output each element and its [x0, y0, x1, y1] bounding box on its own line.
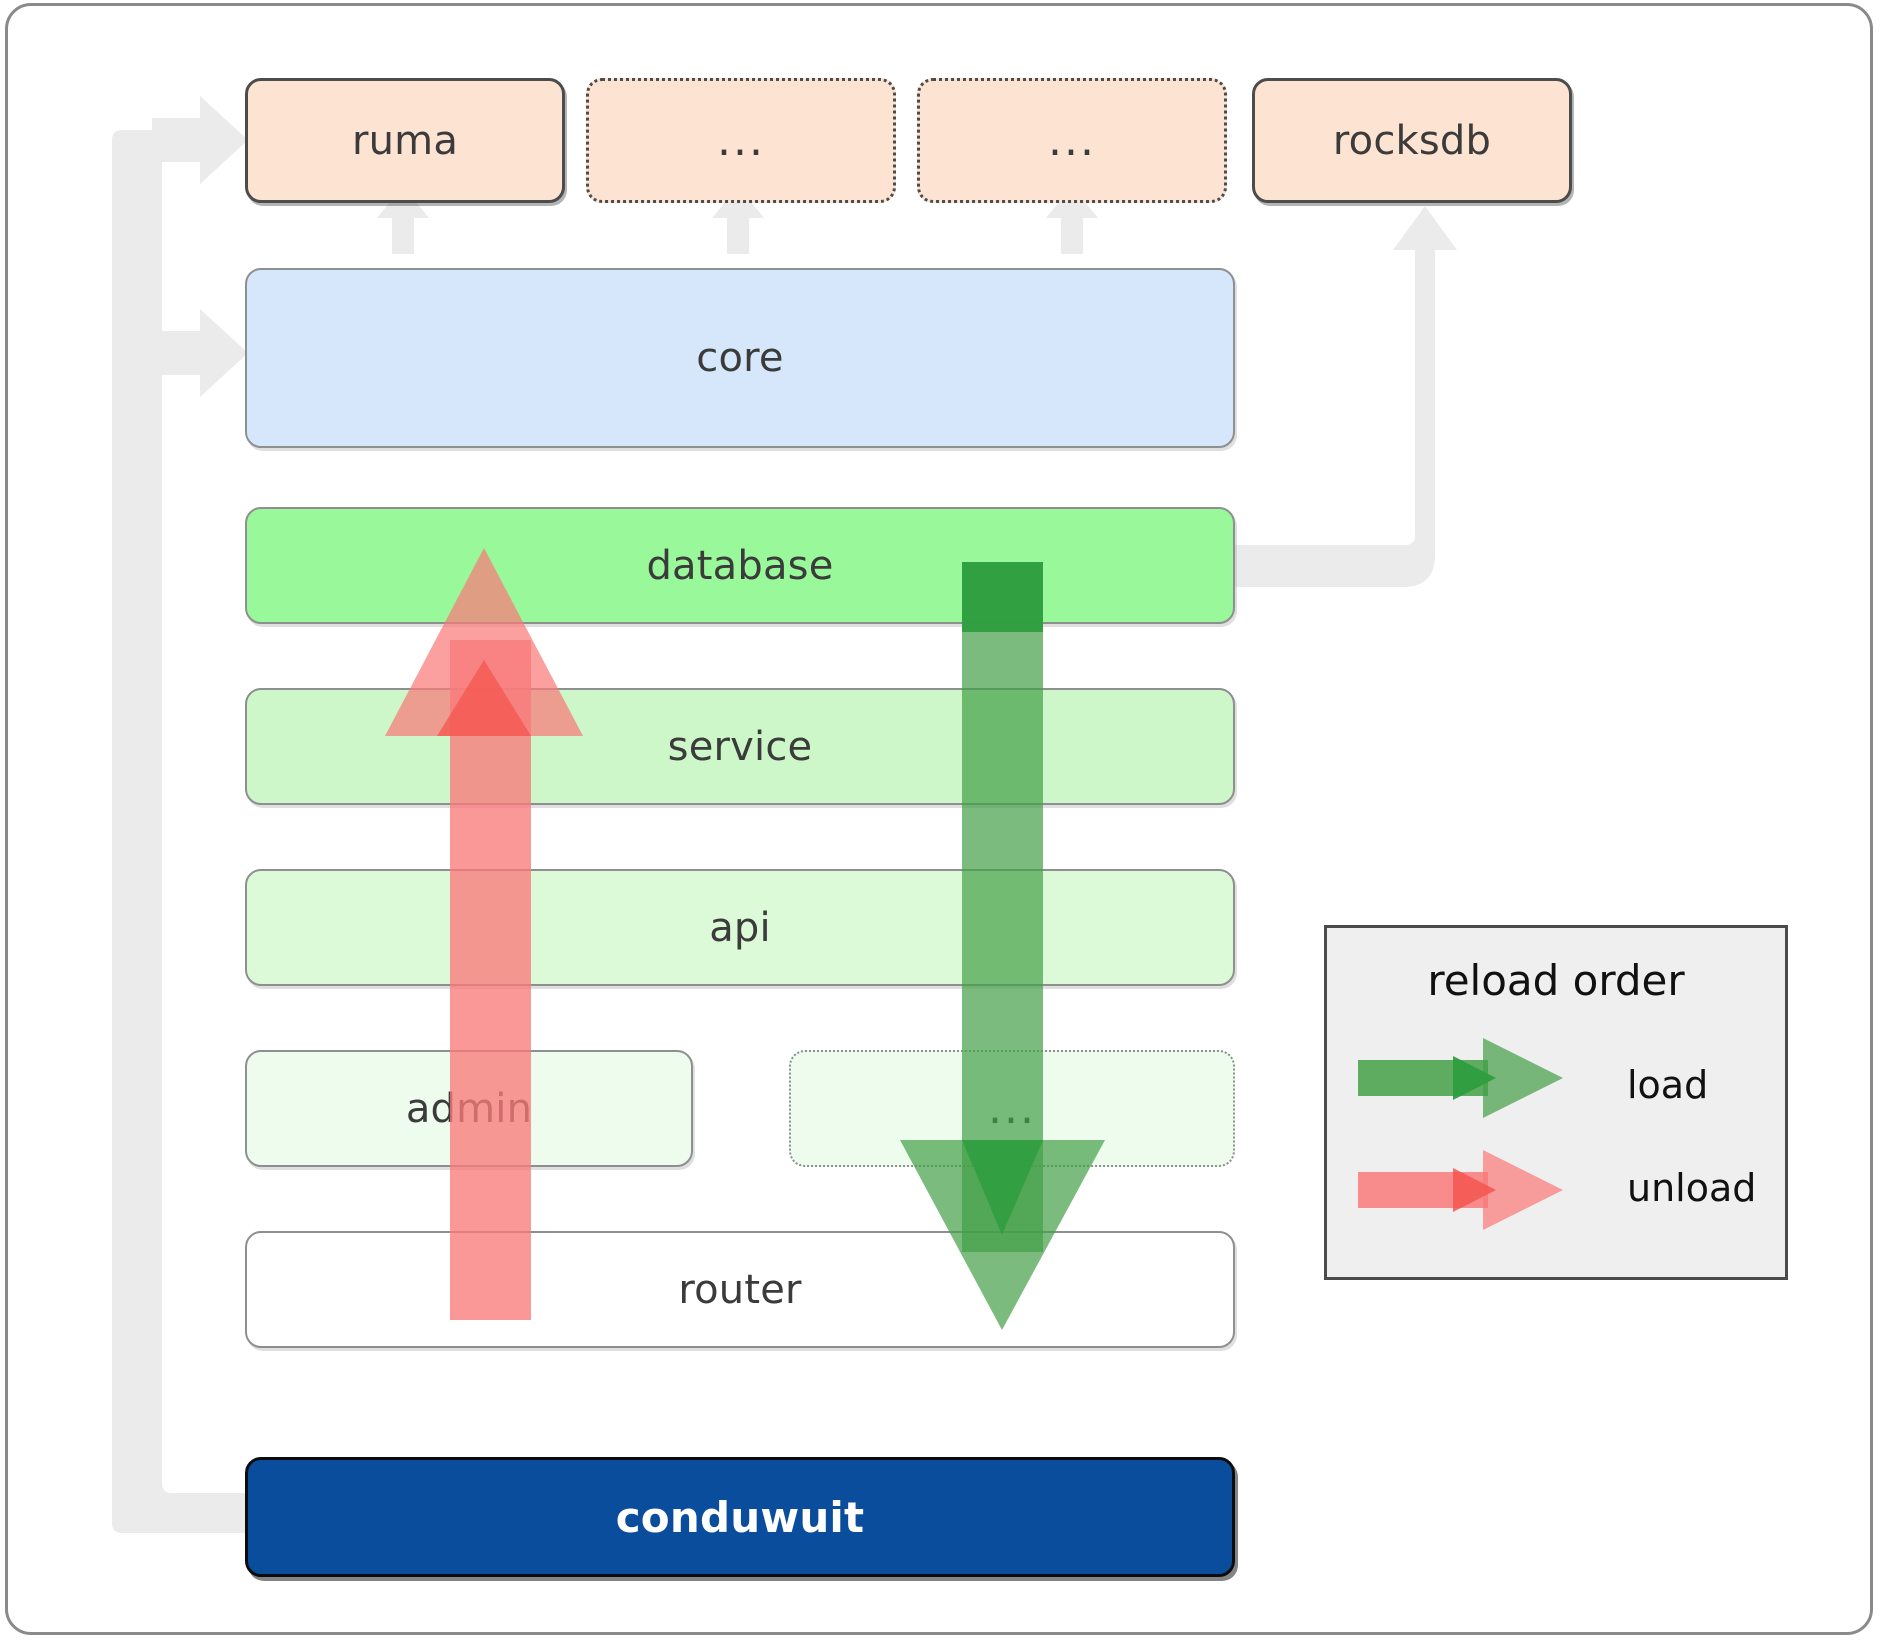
root-conduwuit-label: conduwuit [615, 1492, 865, 1542]
crate-ellipsis-2-label: ... [1048, 115, 1096, 166]
crate-ellipsis-1[interactable]: ... [586, 78, 896, 203]
legend-label-load: load [1627, 1063, 1709, 1107]
crate-ellipsis-2[interactable]: ... [917, 78, 1227, 203]
layer-ellipsis-label: ... [988, 1083, 1036, 1134]
legend-box: reload order load unload [1324, 925, 1788, 1280]
layer-service-label: service [667, 723, 813, 770]
legend-unload-swatch [1358, 1150, 1563, 1230]
layer-api[interactable]: api [245, 869, 1235, 986]
diagram-frame [5, 3, 1873, 1635]
layer-router[interactable]: router [245, 1231, 1235, 1348]
root-conduwuit[interactable]: conduwuit [245, 1457, 1235, 1577]
legend-load-swatch [1358, 1038, 1563, 1118]
crate-ruma-label: ruma [351, 117, 459, 164]
layer-admin[interactable]: admin [245, 1050, 693, 1167]
layer-core[interactable]: core [245, 268, 1235, 448]
layer-ellipsis[interactable]: ... [789, 1050, 1235, 1167]
crate-ellipsis-1-label: ... [717, 115, 765, 166]
layer-router-label: router [678, 1266, 802, 1313]
layer-api-label: api [709, 904, 771, 951]
legend-arrow-swatches [1358, 1038, 1563, 1230]
layer-database[interactable]: database [245, 507, 1235, 624]
legend-label-unload: unload [1627, 1166, 1757, 1210]
crate-rocksdb-label: rocksdb [1332, 117, 1492, 164]
layer-admin-label: admin [405, 1085, 533, 1132]
legend-title: reload order [1427, 956, 1685, 1005]
layer-service[interactable]: service [245, 688, 1235, 805]
crate-ruma[interactable]: ruma [245, 78, 565, 203]
layer-core-label: core [696, 335, 784, 381]
crate-rocksdb[interactable]: rocksdb [1252, 78, 1572, 203]
layer-database-label: database [646, 542, 834, 589]
